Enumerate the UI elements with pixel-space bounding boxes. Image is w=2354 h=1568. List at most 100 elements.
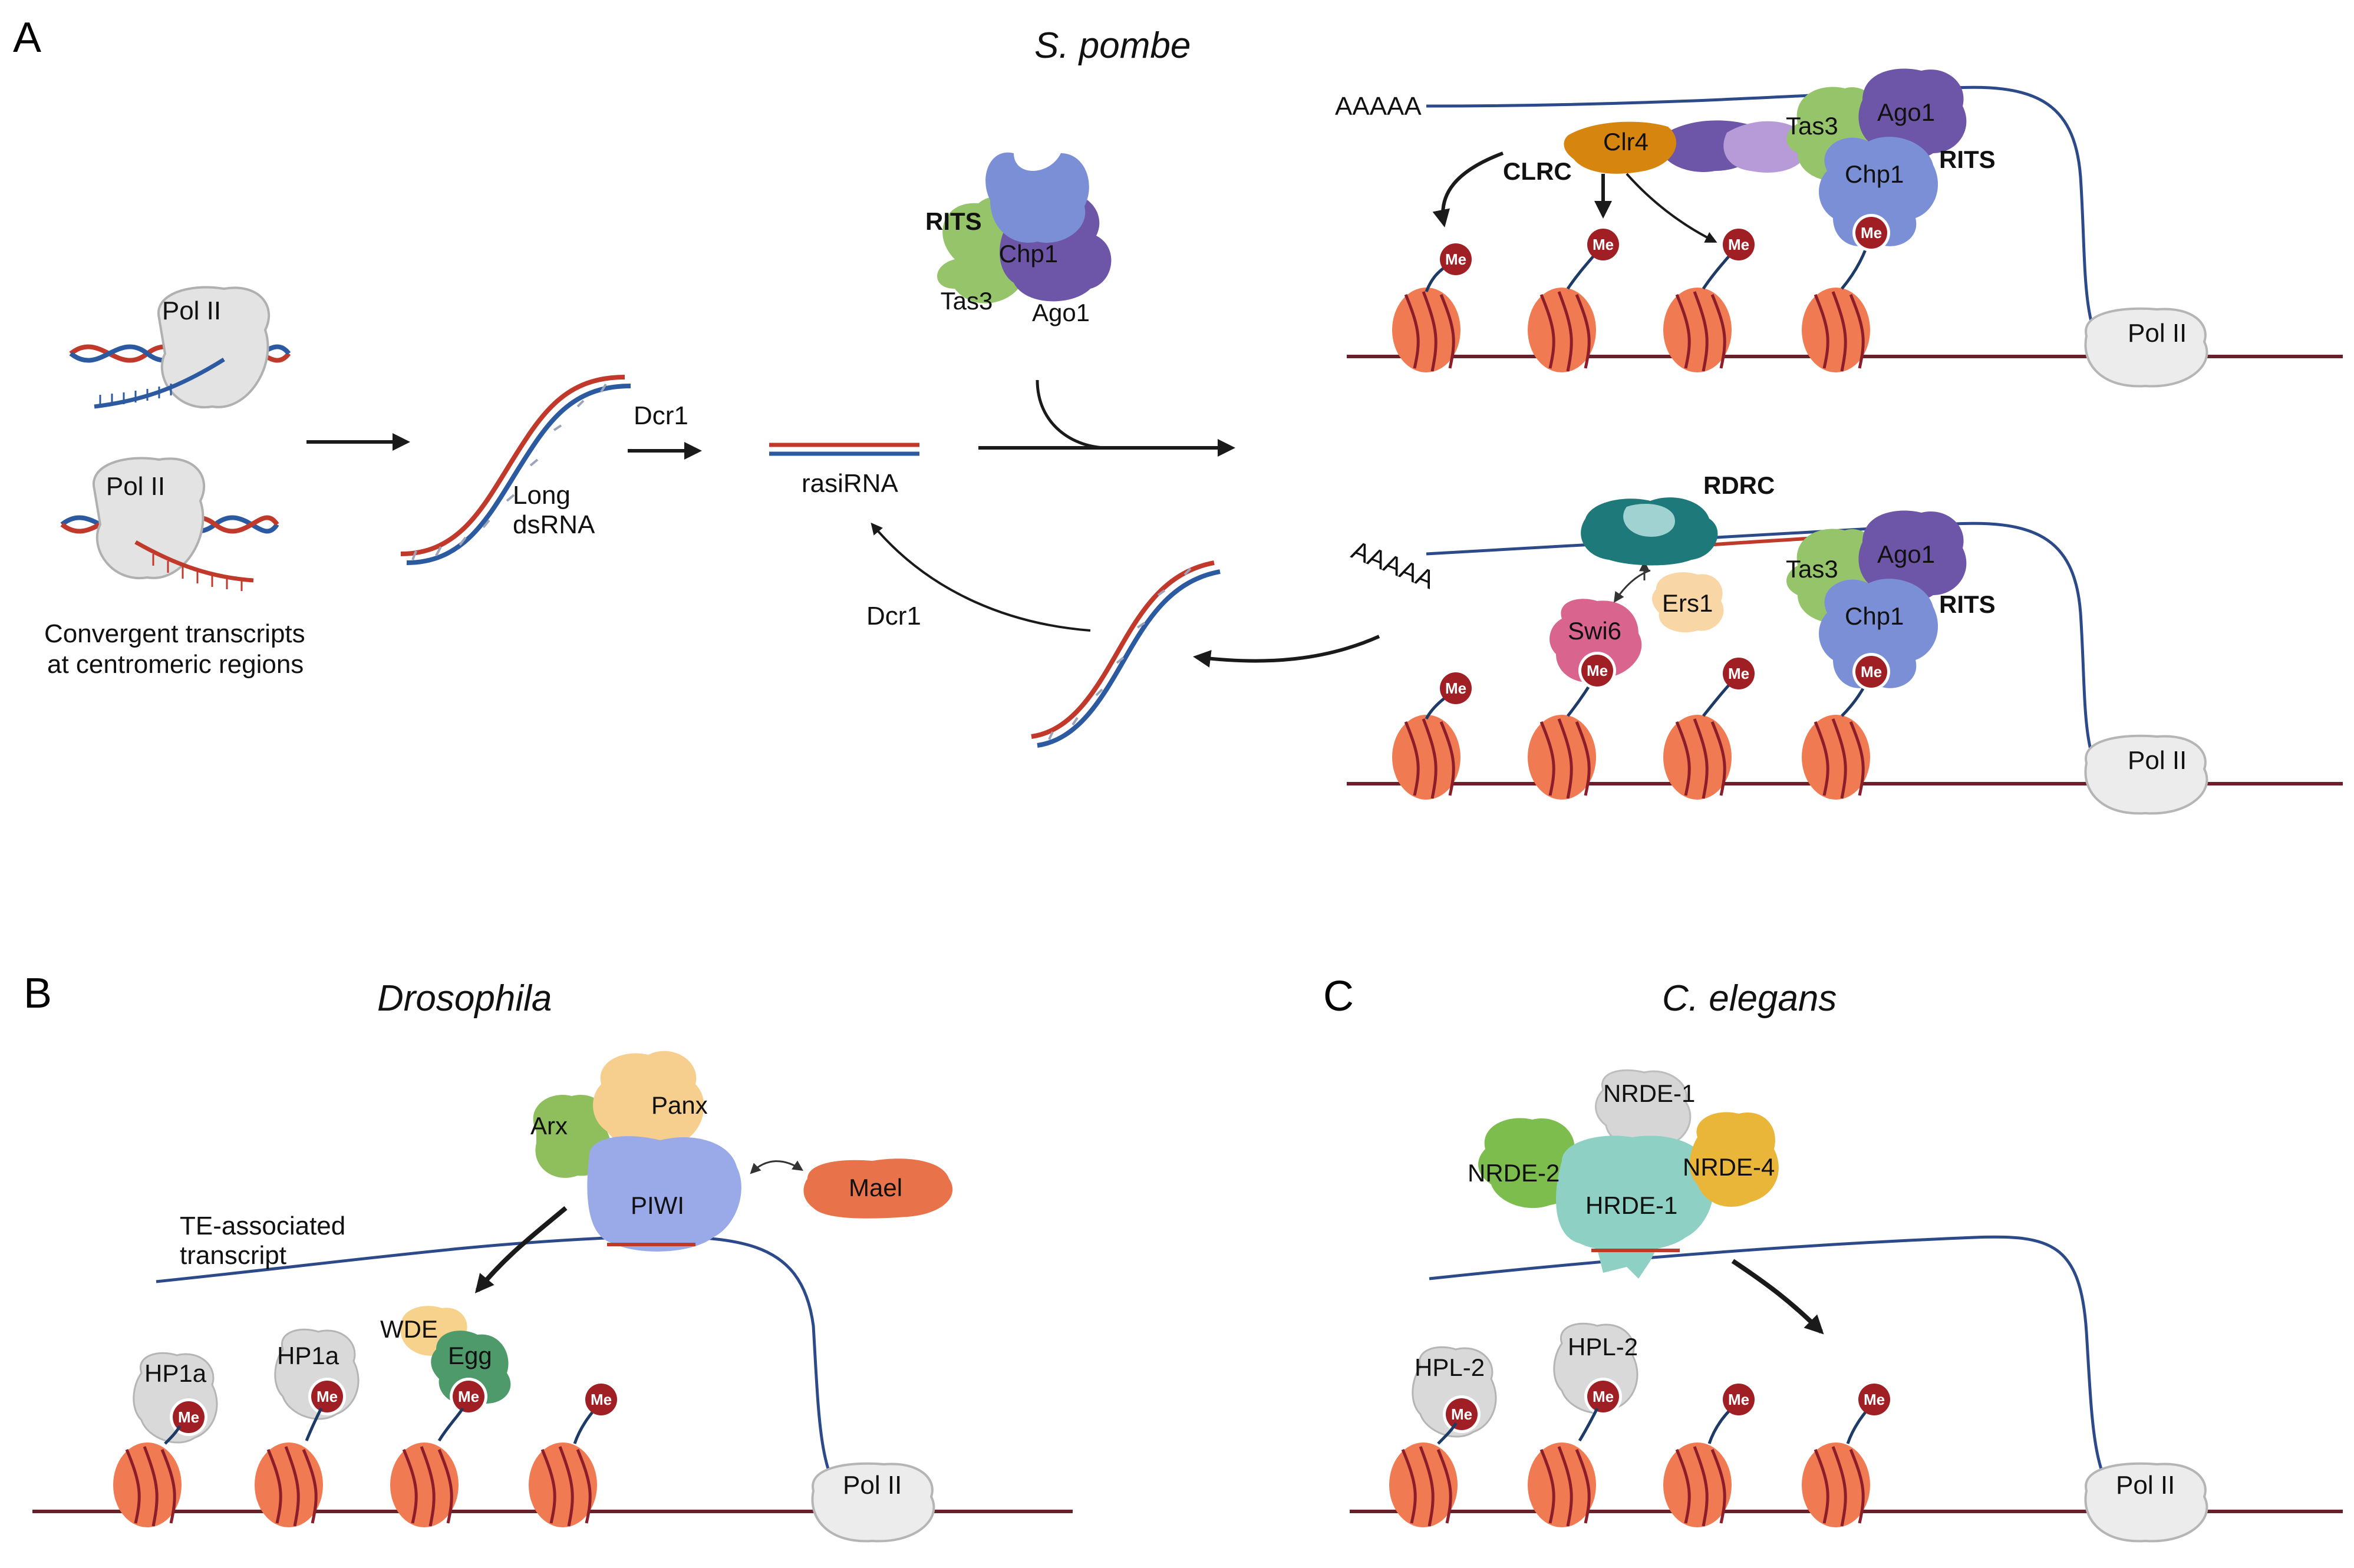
hpl2-label: HPL-2	[1415, 1354, 1485, 1381]
me-label: Me	[1864, 1391, 1885, 1408]
polya-tail-bottom: AAAAA	[1347, 536, 1439, 595]
rits-complex-bound	[1786, 68, 1967, 252]
pol2-icon	[157, 286, 271, 409]
egg-label: Egg	[448, 1342, 492, 1369]
rits-label-free: RITS	[925, 207, 982, 235]
panel-b-organism-title: Drosophila	[377, 978, 552, 1019]
nascent-transcript	[1429, 1235, 2123, 1510]
nucleosome	[1528, 288, 1596, 372]
chp1-label-free: Chp1	[999, 240, 1058, 268]
pol2-label-bottom: Pol II	[106, 472, 165, 501]
convergent-transcript-top: Pol II	[69, 286, 291, 409]
nucleosome	[1528, 1442, 1596, 1527]
rasirna-label: rasiRNA	[802, 469, 898, 498]
methyl-mark	[1440, 672, 1472, 704]
chp1-label-bottom: Chp1	[1845, 602, 1904, 630]
arrow-rits-join	[1036, 379, 1109, 450]
me-label: Me	[1728, 665, 1749, 682]
arrow-clrc-methylate	[1432, 151, 1504, 227]
panel-a-organism-title: S. pombe	[1034, 25, 1191, 66]
ago1-label-free: Ago1	[1032, 299, 1090, 326]
mael-protein	[803, 1158, 953, 1219]
me-label: Me	[1593, 1388, 1614, 1405]
dcr1-label-recycle: Dcr1	[866, 602, 921, 630]
nucleosome	[1663, 715, 1732, 800]
me-label: Me	[1861, 663, 1882, 681]
chp1-label-top: Chp1	[1845, 160, 1904, 188]
chromatin-top: AAAAA Me Me Me Me Clr	[1335, 68, 2343, 388]
arx-label: Arx	[530, 1112, 568, 1140]
arrow-clrc-methylate	[1626, 173, 1717, 243]
piwi-label: PIWI	[631, 1191, 684, 1219]
convergent-caption-line2: at centromeric regions	[47, 650, 304, 679]
methyl-mark	[1440, 243, 1472, 275]
ers1-protein	[1652, 572, 1724, 633]
panel-c-organism-title: C. elegans	[1662, 978, 1837, 1019]
convergent-caption-line1: Convergent transcripts	[44, 619, 305, 648]
te-transcript-label-line1: TE-associated	[180, 1212, 345, 1240]
methyl-mark	[585, 1384, 617, 1415]
pol2-label-top: Pol II	[162, 296, 221, 325]
clr4-label: Clr4	[1603, 128, 1649, 156]
arrow-piwi-mael	[750, 1160, 803, 1174]
tas3-label-bottom: Tas3	[1786, 555, 1838, 583]
nucleosome	[1663, 288, 1732, 372]
nucleosome	[113, 1442, 182, 1527]
panel-b-letter: B	[24, 970, 52, 1017]
hp1a-protein	[274, 1328, 360, 1420]
te-transcript-label-line2: transcript	[180, 1241, 286, 1270]
long-dsrna-label-line2: dsRNA	[513, 510, 595, 539]
pol2-label-bottom-right: Pol II	[2128, 746, 2187, 775]
me-label: Me	[458, 1388, 479, 1405]
polya-tail-top: AAAAA	[1335, 92, 1422, 121]
arrow-nrde-recruit	[1731, 1259, 1824, 1335]
nrde4-label: NRDE-4	[1683, 1153, 1775, 1181]
rdrc-complex	[1581, 497, 1718, 566]
nucleosome	[1528, 715, 1596, 800]
nucleosome	[1389, 1442, 1458, 1527]
pol2-label-b: Pol II	[843, 1471, 902, 1500]
panx-label: Panx	[651, 1091, 708, 1119]
me-label: Me	[1451, 1405, 1472, 1423]
rits-label-bottom: RITS	[1939, 590, 1996, 618]
me-label: Me	[1728, 236, 1749, 253]
methyl-mark	[1858, 1384, 1890, 1415]
nucleosome	[1663, 1442, 1732, 1527]
dcr1-label-forward: Dcr1	[634, 401, 688, 430]
me-label: Me	[1445, 679, 1466, 697]
me-label: Me	[316, 1388, 338, 1405]
arrow-piwi-recruit	[474, 1206, 568, 1293]
nucleosome	[1392, 715, 1460, 800]
swi6-label: Swi6	[1568, 617, 1621, 645]
me-label: Me	[1445, 250, 1466, 268]
arrow-swi6-ers1	[1614, 569, 1651, 603]
long-dsrna	[400, 375, 631, 565]
methyl-mark	[1723, 1384, 1755, 1415]
panel-c: C C. elegans NRDE-1 NRDE-2 NRDE-4 HRDE-1	[1323, 973, 2343, 1543]
convergent-transcript-bottom: Pol II	[60, 457, 279, 591]
swi6-protein	[1549, 599, 1642, 689]
arrow-to-recycled-dsrna	[1193, 635, 1380, 668]
panel-a-letter: A	[13, 14, 41, 61]
hp1a-label: HP1a	[144, 1359, 207, 1387]
me-label: Me	[1728, 1391, 1749, 1408]
pol2-label-c: Pol II	[2116, 1471, 2175, 1500]
pol2-icon	[2084, 1462, 2208, 1543]
rits-label-top: RITS	[1939, 146, 1996, 173]
methyl-mark	[1723, 658, 1755, 689]
panel-b: B Drosophila TE-associated transcript Ar…	[24, 970, 1073, 1543]
nucleosome	[390, 1442, 459, 1527]
tas3-label-top: Tas3	[1786, 112, 1838, 140]
nucleosome	[529, 1442, 597, 1527]
pol2-icon	[2084, 307, 2208, 388]
recycled-dsrna	[1031, 560, 1221, 748]
nucleosome	[1392, 288, 1460, 372]
ers1-label: Ers1	[1662, 589, 1713, 617]
me-label: Me	[1593, 236, 1614, 253]
mael-label: Mael	[849, 1174, 902, 1201]
chromatin-bottom: AAAAA Me Me Swi6 Me	[1347, 471, 2343, 815]
nascent-transcript	[1426, 85, 2111, 361]
rasirna	[769, 443, 919, 456]
nucleosome	[255, 1442, 323, 1527]
